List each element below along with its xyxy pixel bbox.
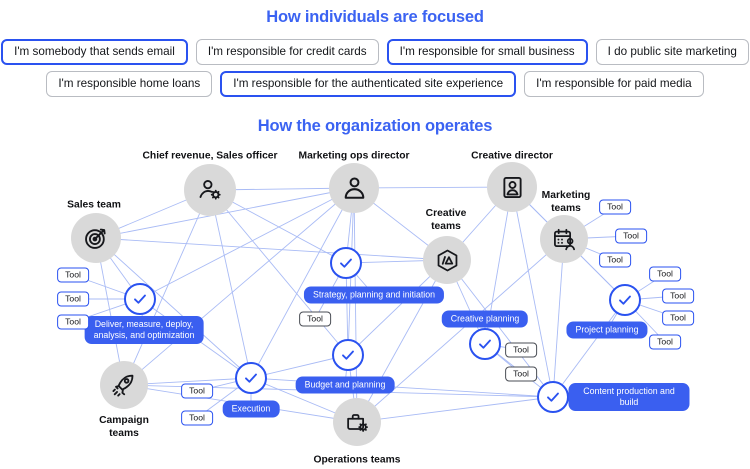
- node-label-chief-revenue: Chief revenue, Sales officer: [142, 150, 278, 162]
- node-label-sales-team: Sales team: [67, 199, 121, 211]
- node-label-creative-teams: Creative teams: [425, 208, 467, 232]
- persona-pill-row-2: I'm responsible home loans I'm responsibl…: [0, 71, 750, 97]
- tool-chip[interactable]: Tool: [649, 334, 681, 350]
- calendar-user-icon: [552, 227, 577, 252]
- hex-shapes-icon: [435, 248, 460, 273]
- tool-chip[interactable]: Tool: [662, 310, 694, 326]
- persona-pill[interactable]: I'm responsible home loans: [46, 71, 213, 97]
- process-chip-chip-creative[interactable]: Creative planning: [441, 310, 529, 328]
- tool-chip[interactable]: Tool: [57, 267, 89, 283]
- node-creative-teams[interactable]: [423, 236, 471, 284]
- rocket-icon: [111, 372, 137, 398]
- node-label-creative-director: Creative director: [471, 150, 553, 162]
- tool-chip[interactable]: Tool: [599, 199, 631, 215]
- process-chip-chip-content[interactable]: Content production and build: [568, 383, 690, 411]
- persona-pill[interactable]: I'm responsible for credit cards: [195, 39, 379, 65]
- target-icon: [83, 225, 109, 251]
- process-chip-chip-deliver[interactable]: Deliver, measure, deploy, analysis, and …: [84, 316, 204, 344]
- node-campaign-teams[interactable]: [100, 361, 148, 409]
- persona-pill[interactable]: I'm responsible for the authenticated si…: [220, 71, 517, 97]
- node-creative-director[interactable]: [487, 162, 537, 212]
- tool-chip[interactable]: Tool: [505, 342, 537, 358]
- node-label-campaign-teams: Campaign teams: [99, 415, 149, 439]
- tool-chip[interactable]: Tool: [662, 288, 694, 304]
- node-label-operations-teams: Operations teams: [313, 454, 401, 466]
- person-gear-icon: [197, 177, 223, 203]
- persona-pill[interactable]: I'm somebody that sends email: [1, 39, 188, 65]
- tool-chip[interactable]: Tool: [181, 410, 213, 426]
- node-operations-teams[interactable]: [333, 398, 381, 446]
- tool-chip[interactable]: Tool: [599, 252, 631, 268]
- process-chip-chip-budget[interactable]: Budget and planning: [295, 376, 395, 394]
- process-chip-chip-project[interactable]: Project planning: [566, 321, 648, 339]
- check-circle-icon-check-deliver[interactable]: [124, 283, 156, 315]
- tool-chip[interactable]: Tool: [57, 314, 89, 330]
- page-title-organization: How the organization operates: [257, 117, 493, 135]
- node-marketing-ops[interactable]: [329, 163, 379, 213]
- tool-chip[interactable]: Tool: [505, 366, 537, 382]
- node-sales-team[interactable]: [71, 213, 121, 263]
- node-marketing-teams[interactable]: [540, 215, 588, 263]
- page-title-individuals: How individuals are focused: [266, 8, 484, 26]
- tool-chip[interactable]: Tool: [181, 383, 213, 399]
- tool-chip[interactable]: Tool: [615, 228, 647, 244]
- id-card-icon: [500, 175, 525, 200]
- check-circle-icon-check-content[interactable]: [537, 381, 569, 413]
- persona-pill-row-1: I'm somebody that sends email I'm respons…: [0, 39, 750, 65]
- check-circle-icon-check-exec[interactable]: [235, 362, 267, 394]
- check-circle-icon-check-strategy[interactable]: [330, 247, 362, 279]
- process-chip-chip-execution[interactable]: Execution: [222, 400, 280, 418]
- persona-pill[interactable]: I'm responsible for paid media: [524, 71, 704, 97]
- persona-pill[interactable]: I do public site marketing: [595, 39, 749, 65]
- node-chief-revenue[interactable]: [184, 164, 236, 216]
- tool-chip[interactable]: Tool: [57, 291, 89, 307]
- check-circle-icon-check-project[interactable]: [609, 284, 641, 316]
- briefcase-gear-icon: [345, 410, 370, 435]
- persona-pill[interactable]: I'm responsible for small business: [386, 39, 588, 65]
- person-icon: [341, 175, 368, 202]
- node-label-marketing-ops: Marketing ops director: [298, 150, 410, 162]
- process-chip-chip-strategy[interactable]: Strategy, planning and initiation: [303, 286, 445, 304]
- tool-chip[interactable]: Tool: [299, 311, 331, 327]
- check-circle-icon-check-creative[interactable]: [469, 328, 501, 360]
- tool-chip[interactable]: Tool: [649, 266, 681, 282]
- check-circle-icon-check-budget[interactable]: [332, 339, 364, 371]
- node-label-marketing-teams: Marketing teams: [541, 190, 591, 214]
